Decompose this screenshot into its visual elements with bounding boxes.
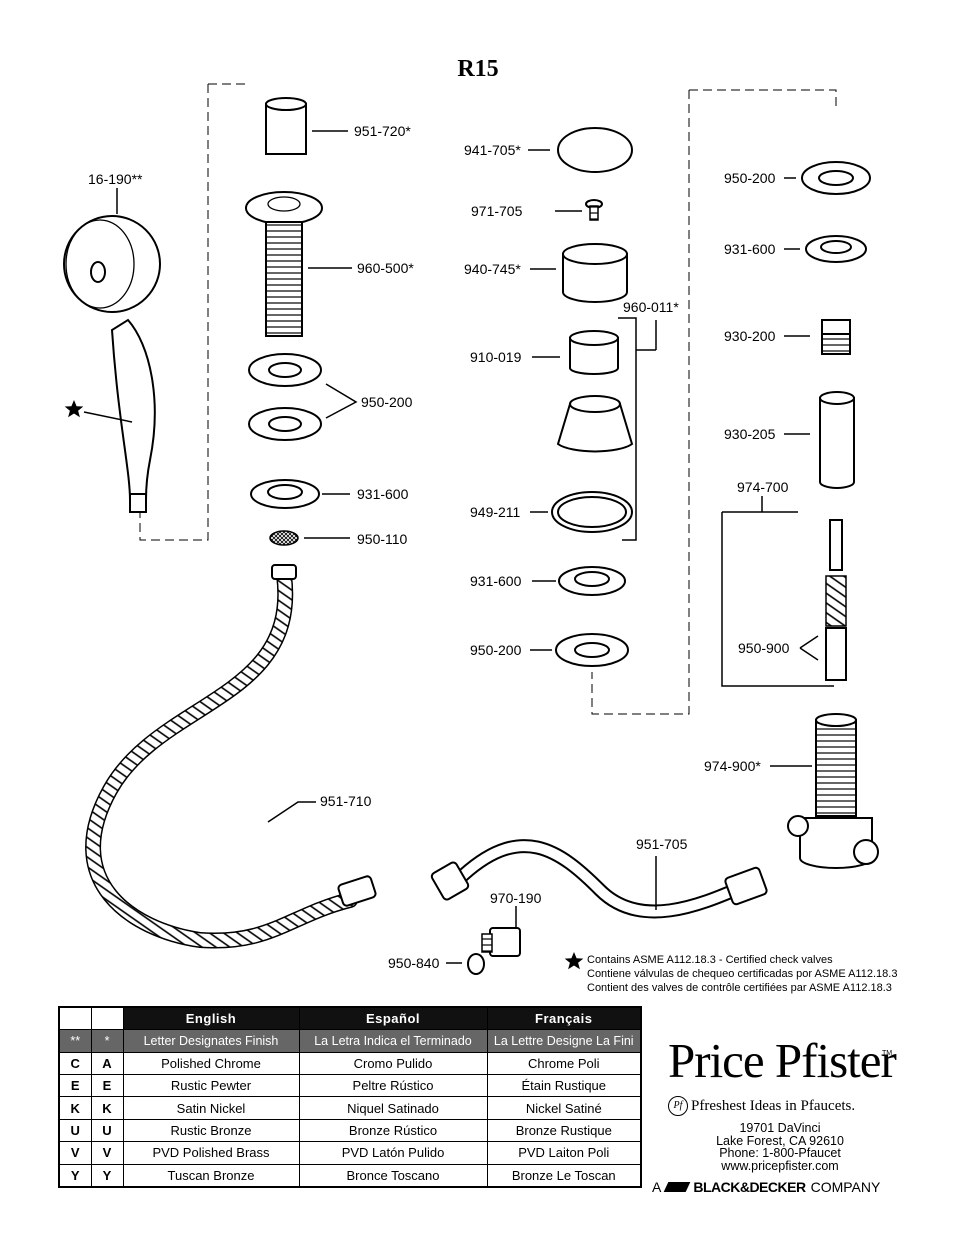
escutcheon-part [556, 395, 634, 453]
packing-nut-part [821, 319, 851, 355]
label-949-211: 949-211 [470, 504, 521, 520]
header-espanol: Español [298, 1006, 488, 1031]
handshower-part [63, 215, 161, 513]
subheader-francais: La Lettre Designe La Fini [486, 1029, 642, 1053]
label-960-011: 960-011* [623, 299, 679, 315]
gasket-part [467, 953, 485, 975]
subheader-espanol: La Letra Indica el Terminado [298, 1029, 488, 1053]
parent-company: A BLACK&DECKER COMPANY [652, 1179, 880, 1195]
label-950-900: 950-900 [738, 640, 790, 656]
address-line: Lake Forest, CA 92610 [716, 1133, 844, 1148]
brand-block: Price Pfister TM Pf Pfreshest Ideas in P… [650, 1030, 950, 1230]
price-pfister-logo: Price Pfister [668, 1033, 897, 1088]
label-951-705: 951-705 [636, 836, 688, 852]
assembly-guide-right [591, 89, 837, 715]
table-row: C A Polished Chrome Cromo Pulido Chrome … [58, 1051, 642, 1076]
adapter-nut-part [481, 927, 521, 957]
shank-part [245, 191, 323, 337]
code-header-1: ** [58, 1029, 92, 1053]
o-ring-part [551, 491, 633, 533]
address-line: 19701 DaVinci [739, 1121, 821, 1135]
note-line-1: Contains ASME A112.18.3 - Certified chec… [587, 954, 833, 966]
brand-tagline: Pf Pfreshest Ideas in Pfaucets. [668, 1096, 855, 1116]
label-16-190: 16-190** [88, 171, 143, 187]
washer-pair-part [248, 353, 322, 441]
website-line: www.pricepfister.com [721, 1158, 839, 1173]
address-block: 19701 DaVinci Lake Forest, CA 92610 Phon… [705, 1122, 855, 1172]
table-row: Y Y Tuscan Bronze Bronce Toscano Bronze … [58, 1163, 642, 1188]
label-930-200: 930-200 [724, 328, 776, 344]
label-941-705: 941-705* [464, 142, 521, 158]
table-row: E E Rustic Pewter Peltre Rústico Étain R… [58, 1074, 642, 1098]
label-974-900: 974-900* [704, 758, 761, 774]
table-row: V V PVD Polished Brass PVD Latón Pulido … [58, 1141, 642, 1165]
screw-part [585, 199, 603, 221]
label-931-600-mid: 931-600 [470, 573, 522, 589]
trademark-mark: TM [882, 1050, 893, 1057]
note-line-2: Contiene válvulas de chequeo certificada… [587, 968, 897, 980]
diagram-title: R15 [457, 56, 498, 82]
label-970-190: 970-190 [490, 890, 542, 906]
washer-part-mid [555, 633, 629, 667]
note-line-3: Contient des valves de contrôle certifié… [587, 982, 892, 994]
note-star-icon [564, 952, 584, 970]
label-950-200-right: 950-200 [724, 170, 776, 186]
header-francais: Français [486, 1006, 642, 1031]
diverter-spout-part [265, 97, 307, 155]
subheader-english: Letter Designates Finish [122, 1029, 300, 1053]
table-row: K K Satin Nickel Niquel Satinado Nickel … [58, 1096, 642, 1120]
label-951-720: 951-720* [354, 123, 411, 139]
label-950-840: 950-840 [388, 955, 440, 971]
label-971-705: 971-705 [471, 203, 523, 219]
locknut-part-right [805, 235, 867, 263]
exploded-parts-diagram: R15 951-720* 16-190** 960-500* 950-200 [63, 56, 897, 994]
black-decker-hexagon-icon [664, 1182, 691, 1192]
handle-part [562, 243, 628, 303]
company-suffix: COMPANY [810, 1179, 881, 1195]
finish-table: English Español Français ** * Letter Des… [58, 1006, 642, 1188]
label-940-745: 940-745* [464, 261, 521, 277]
label-910-019: 910-019 [470, 349, 522, 365]
valve-body-part [787, 713, 879, 869]
company-name: BLACK&DECKER [693, 1179, 806, 1195]
screen-washer-part [269, 530, 299, 546]
label-974-700: 974-700 [737, 479, 789, 495]
sleeve-part [819, 391, 855, 489]
label-960-500: 960-500* [357, 260, 414, 276]
label-950-200-left: 950-200 [361, 394, 413, 410]
code-header-2: * [90, 1029, 124, 1053]
label-931-600-right: 931-600 [724, 241, 776, 257]
label-951-710: 951-710 [320, 793, 372, 809]
washer-part-right [801, 161, 871, 195]
label-931-600-left: 931-600 [357, 486, 409, 502]
label-930-205: 930-205 [724, 426, 776, 442]
label-950-200-mid: 950-200 [470, 642, 522, 658]
tagline-text: Pfreshest Ideas in Pfaucets. [691, 1097, 856, 1114]
header-english: English [122, 1006, 300, 1031]
star-icon [64, 400, 84, 418]
finish-table-header: English Español Français [58, 1006, 642, 1031]
locknut-part-mid [558, 566, 626, 596]
handle-cap-part [557, 127, 633, 173]
pf-logo-icon: Pf [668, 1096, 688, 1116]
locknut-part-left [250, 479, 320, 509]
table-row: U U Rustic Bronze Bronze Rústico Bronze … [58, 1118, 642, 1143]
assembly-guide-left [139, 83, 245, 541]
company-prefix: A [652, 1179, 662, 1195]
phone-line: Phone: 1-800-Pfaucet [719, 1146, 841, 1160]
label-950-110: 950-110 [357, 531, 408, 547]
diverter-stem-part [825, 519, 847, 681]
adapter-part [569, 330, 619, 375]
finish-table-subheader: ** * Letter Designates Finish La Letra I… [58, 1029, 642, 1053]
